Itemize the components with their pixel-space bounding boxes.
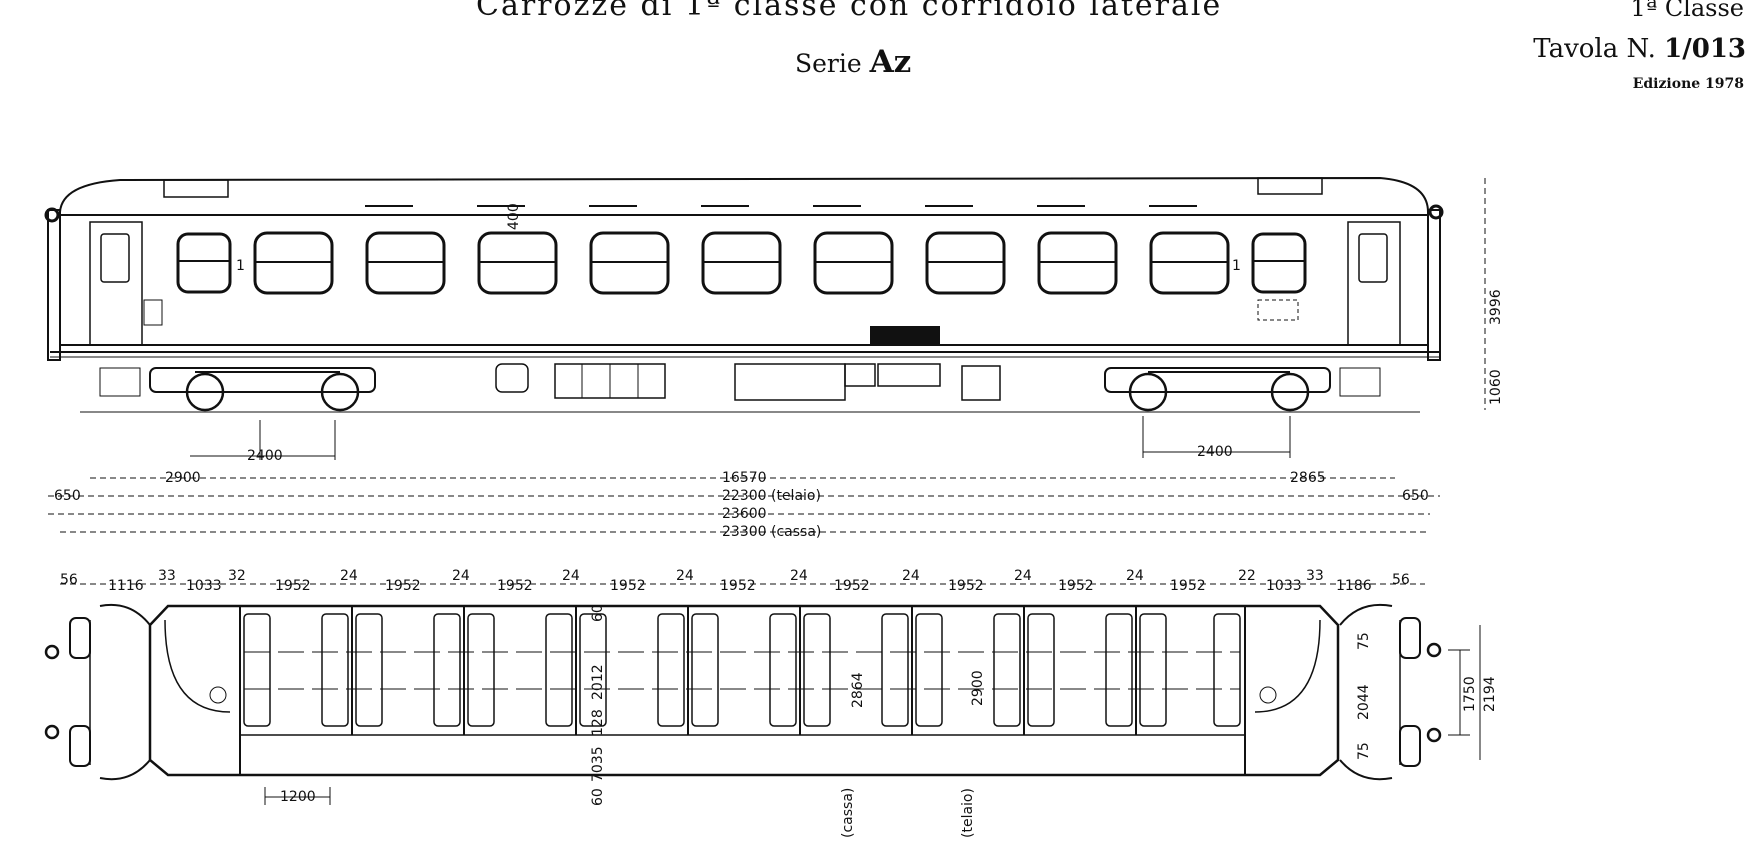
series-label: Serie Az	[795, 44, 911, 80]
pdim-2194: 2194	[1482, 676, 1498, 712]
series-code: Az	[869, 44, 912, 80]
plan-buffers	[44, 603, 1442, 781]
class-mark-left: 1	[236, 258, 245, 274]
plan-top-dimensions: 56 1116 33 1033 32 1952 24 1952 24 1952 …	[60, 568, 1425, 594]
pdim-13: 1952	[720, 578, 756, 594]
roof-vent-left	[163, 179, 229, 198]
pdim-23: 1033	[1266, 578, 1302, 594]
label-cassa: (cassa)	[840, 788, 856, 838]
dim-end-left-650: 650	[54, 488, 81, 504]
door-window-right	[1358, 233, 1388, 283]
pdim-10: 24	[562, 568, 580, 584]
pdim-8: 24	[452, 568, 470, 584]
bogie-right	[1104, 367, 1381, 412]
pdim-3: 1033	[186, 578, 222, 594]
edition-label: Edizione 1978	[1632, 76, 1744, 92]
pdim-7: 1952	[385, 578, 421, 594]
class-label: 1ª Classe	[1630, 0, 1744, 22]
roof-outline	[59, 176, 1429, 213]
pdim-11: 1952	[610, 578, 646, 594]
roof-vent-right	[1257, 177, 1323, 195]
equipment-box-1	[495, 363, 529, 393]
pdim-2900: 2900	[970, 670, 986, 706]
pdim-60-bottom: 60	[590, 788, 606, 806]
compartments	[243, 606, 1241, 735]
window-small-right	[1251, 232, 1307, 294]
pdim-door-1200: 1200	[280, 789, 316, 805]
pdim-18: 24	[1014, 568, 1032, 584]
equipment-box-3	[961, 365, 1001, 401]
dim-floor-1060: 1060	[1488, 369, 1504, 405]
pdim-5: 1952	[275, 578, 311, 594]
pdim-20: 24	[1126, 568, 1144, 584]
pdim-2864: 2864	[850, 672, 866, 708]
table-number-value: 1/013	[1664, 34, 1746, 64]
pdim-128: 128	[590, 709, 606, 736]
table-number: Tavola N. 1/013	[1533, 34, 1746, 64]
toilet-left	[164, 619, 231, 713]
pdim-9: 1952	[497, 578, 533, 594]
pdim-1: 1116	[108, 578, 144, 594]
door-right	[1347, 221, 1401, 346]
pdim-0: 56	[60, 572, 78, 588]
pdim-2012: 2012	[590, 664, 606, 700]
plan-view: 56 1116 33 1033 32 1952 24 1952 24 1952 …	[44, 568, 1498, 838]
pdim-2: 33	[158, 568, 176, 584]
number-plate	[870, 326, 940, 344]
side-elevation: 1 1 400	[44, 176, 1504, 464]
pdim-16: 24	[902, 568, 920, 584]
side-windows	[176, 231, 1307, 295]
pdim-19: 1952	[1058, 578, 1094, 594]
pdim-26: 56	[1392, 572, 1410, 588]
overall-dimensions: 2900 16570 2865 650 22300 (telaio) 650 2…	[48, 470, 1440, 540]
buffer-beam-left	[47, 209, 61, 361]
pdim-2044: 2044	[1356, 684, 1372, 720]
class-mark-right: 1	[1232, 258, 1241, 274]
pdim-17: 1952	[948, 578, 984, 594]
pdim-60-top: 60	[590, 604, 606, 622]
dim-body-23300: 23300 (cassa)	[722, 524, 821, 540]
window-small-left	[176, 232, 232, 294]
door-left	[89, 221, 143, 346]
pdim-1750: 1750	[1462, 676, 1478, 712]
table-prefix: Tavola N.	[1533, 34, 1656, 64]
pdim-4: 32	[228, 568, 246, 584]
plan-body-outline	[148, 604, 1340, 777]
dim-bogie-left-2400: 2400	[247, 448, 283, 464]
series-prefix: Serie	[795, 49, 862, 78]
dim-bogie-right-2400: 2400	[1197, 444, 1233, 460]
pdim-14: 24	[790, 568, 808, 584]
dim-frame-22300: 22300 (telaio)	[722, 488, 821, 504]
pdim-75-bottom: 75	[1356, 742, 1372, 760]
dim-overhang-right-2865: 2865	[1290, 470, 1326, 486]
bogie-left	[99, 367, 376, 412]
dim-end-right-650: 650	[1402, 488, 1429, 504]
dim-over-buffers-23600: 23600	[722, 506, 767, 522]
pdim-15: 1952	[834, 578, 870, 594]
pdim-7035: 7035	[590, 746, 606, 782]
pdim-6: 24	[340, 568, 358, 584]
toilet-right	[1254, 619, 1321, 713]
dim-bogie-centers-16570: 16570	[722, 470, 767, 486]
pdim-12: 24	[676, 568, 694, 584]
drawing-title: Carrozze di 1ª classe con corridoio late…	[476, 0, 1223, 23]
equipment-box-2	[734, 363, 846, 401]
buffer-beam-right	[1427, 209, 1441, 361]
pdim-21: 1952	[1170, 578, 1206, 594]
dim-overhang-left-2900: 2900	[165, 470, 201, 486]
dim-height-3996: 3996	[1488, 289, 1504, 325]
pdim-22: 22	[1238, 568, 1256, 584]
pdim-75-top: 75	[1356, 632, 1372, 650]
roof-dim-400: 400	[506, 203, 522, 230]
pdim-24: 33	[1306, 568, 1324, 584]
pdim-25: 1186	[1336, 578, 1372, 594]
label-telaio: (telaio)	[960, 788, 976, 838]
door-window-left	[100, 233, 130, 283]
